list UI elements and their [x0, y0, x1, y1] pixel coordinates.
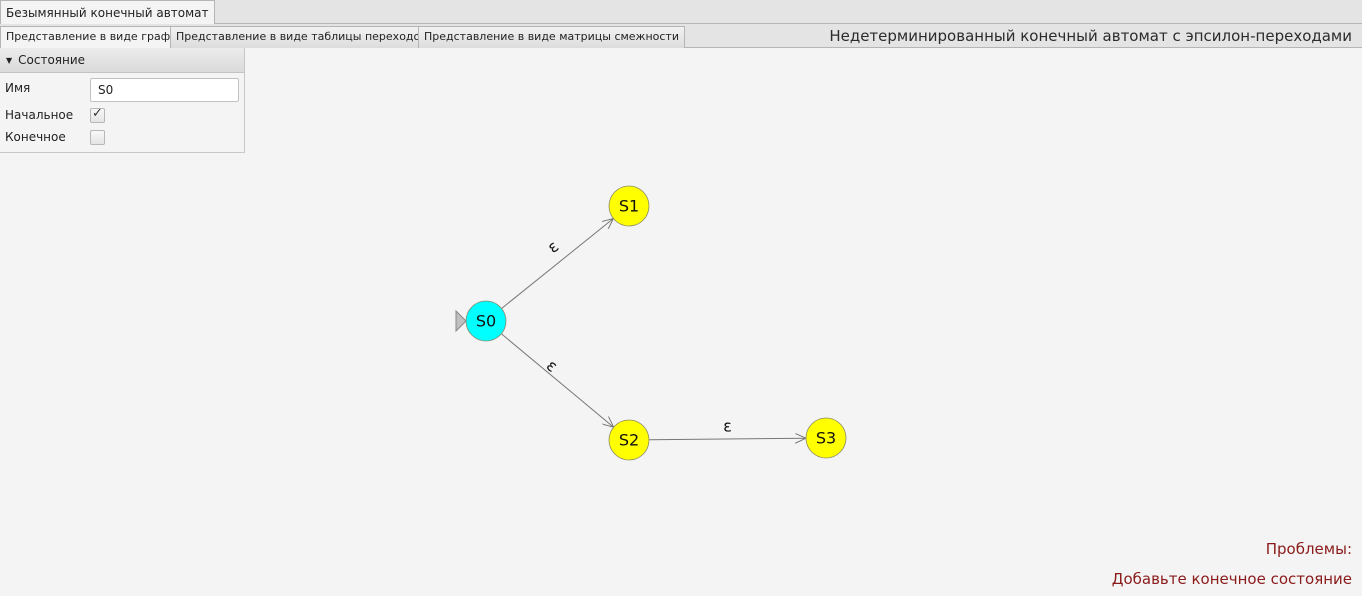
state-label-s2: S2 [619, 431, 639, 450]
state-properties-panel: ▼ Состояние Имя Начальное ✓ Конечное [0, 48, 245, 153]
transition-label-s0-s1[interactable]: ε [544, 237, 563, 257]
tab-transition-table-view[interactable]: Представление в виде таблицы переходов [170, 26, 433, 48]
document-tab[interactable]: Безымянный конечный автомат [0, 0, 215, 24]
problems-panel: Проблемы: Добавьте конечное состояние [1112, 534, 1352, 594]
problems-title: Проблемы: [1265, 540, 1352, 558]
state-panel-title: Состояние [18, 53, 86, 67]
final-checkbox[interactable] [90, 130, 105, 145]
state-node-s0[interactable] [465, 300, 507, 342]
state-label-s3: S3 [816, 429, 836, 448]
final-label: Конечное [5, 130, 66, 144]
state-label-s1: S1 [619, 197, 639, 216]
tab-graph-view[interactable]: Представление в виде графа [0, 26, 183, 49]
state-label-s0: S0 [476, 312, 496, 331]
initial-label: Начальное [5, 108, 74, 122]
document-tab-bar: Безымянный конечный автомат [0, 0, 1362, 24]
name-label: Имя [5, 81, 31, 95]
transition-label-s0-s2[interactable]: ε [543, 356, 562, 376]
initial-row: Начальное ✓ [0, 105, 245, 127]
initial-checkbox[interactable]: ✓ [90, 106, 105, 123]
transition-arrow-s2-s3[interactable] [648, 438, 806, 440]
state-node-s3[interactable] [805, 417, 847, 459]
view-tab-bar: Представление в виде графа Представление… [0, 24, 1362, 49]
final-row: Конечное [0, 127, 245, 149]
collapse-arrow-icon: ▼ [6, 56, 13, 65]
problem-item: Добавьте конечное состояние [1111, 570, 1352, 588]
initial-state-marker-icon [455, 309, 467, 333]
transitions-layer: ε ε ε [501, 219, 806, 440]
state-name-input[interactable] [90, 78, 239, 102]
state-panel-header[interactable]: ▼ Состояние [0, 48, 244, 73]
automaton-type-label: Недетерминированный конечный автомат с э… [829, 27, 1352, 45]
checkmark-icon: ✓ [92, 106, 103, 121]
transition-arrow-s0-s2[interactable] [501, 333, 613, 427]
state-node-s1[interactable] [608, 185, 650, 227]
transition-arrow-s0-s1[interactable] [501, 219, 614, 309]
tab-adjacency-matrix-view[interactable]: Представление в виде матрицы смежности [418, 26, 685, 48]
transition-label-s2-s3[interactable]: ε [723, 416, 732, 435]
state-node-s2[interactable] [608, 419, 650, 461]
name-row: Имя [0, 78, 245, 102]
